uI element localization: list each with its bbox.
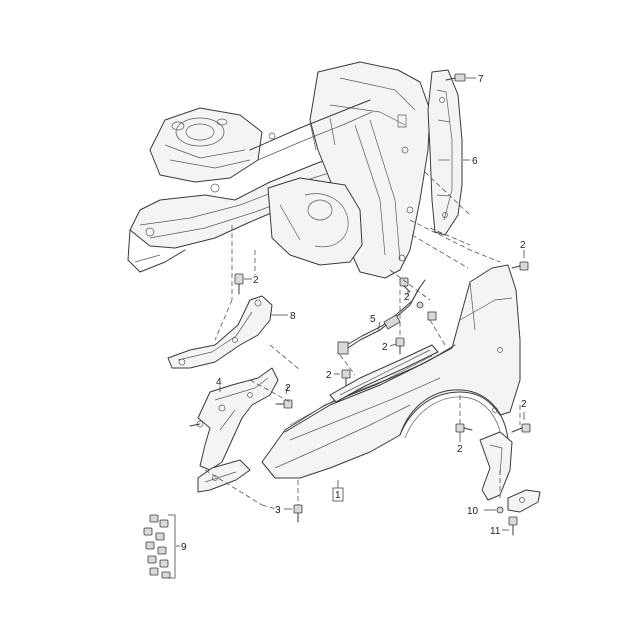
wiring-part-5 (337, 279, 437, 355)
bolt-part-2-e (395, 337, 405, 355)
callout-4: 4 (216, 377, 222, 388)
callout-7: 7 (478, 74, 484, 85)
bolt-part-2-h (511, 423, 531, 433)
callout-10: 10 (467, 506, 479, 517)
bolt-part-2-c (275, 399, 293, 409)
fastener-kit-part-9 (143, 514, 176, 579)
bolt-part-2-f (399, 277, 411, 293)
callout-2-fender-top-bolt: 2 (520, 240, 526, 251)
callout-1: 1 (335, 490, 341, 501)
callout-labels: 1 2 2 2 2 2 2 2 2 3 4 5 6 7 8 9 10 11 (181, 74, 527, 553)
wheel-arch-trim (479, 431, 513, 501)
callout-9: 9 (181, 542, 187, 553)
bolt-part-3 (293, 504, 303, 523)
bolt-part-7 (445, 73, 466, 82)
callout-11: 11 (490, 526, 501, 537)
assembly-lines (204, 171, 521, 511)
fender-mount-rail (329, 344, 439, 403)
bolt-part-2-g (455, 423, 473, 433)
callout-8: 8 (290, 311, 296, 322)
leader-lines (176, 77, 525, 547)
fender-part-1 (261, 264, 521, 479)
callout-2-arch-bolt: 2 (457, 444, 463, 455)
callout-3: 3 (275, 505, 281, 516)
bolt-part-2-b (511, 261, 529, 271)
bolt-part-2-d (341, 369, 351, 387)
bracket-part-4 (189, 367, 279, 493)
bracket-part-10 (496, 489, 541, 514)
callout-5: 5 (370, 314, 376, 325)
callout-2-rear-bolt: 2 (521, 399, 527, 410)
callout-2-rail-bolt: 2 (326, 370, 332, 381)
callout-2-bracket-bolt: 2 (253, 275, 259, 286)
bracket-part-8 (167, 295, 273, 369)
callout-2-bracket-4-bolt: 2 (285, 383, 291, 394)
callout-6: 6 (472, 156, 478, 167)
front-body-structure (127, 61, 431, 279)
pillar-panel-part-6 (427, 69, 463, 236)
bolt-part-2-a (234, 273, 244, 295)
bolt-part-11 (508, 516, 518, 536)
callout-2-wiring-bolt: 2 (382, 342, 388, 353)
callout-2-pillar-bolt: 2 (404, 292, 410, 303)
